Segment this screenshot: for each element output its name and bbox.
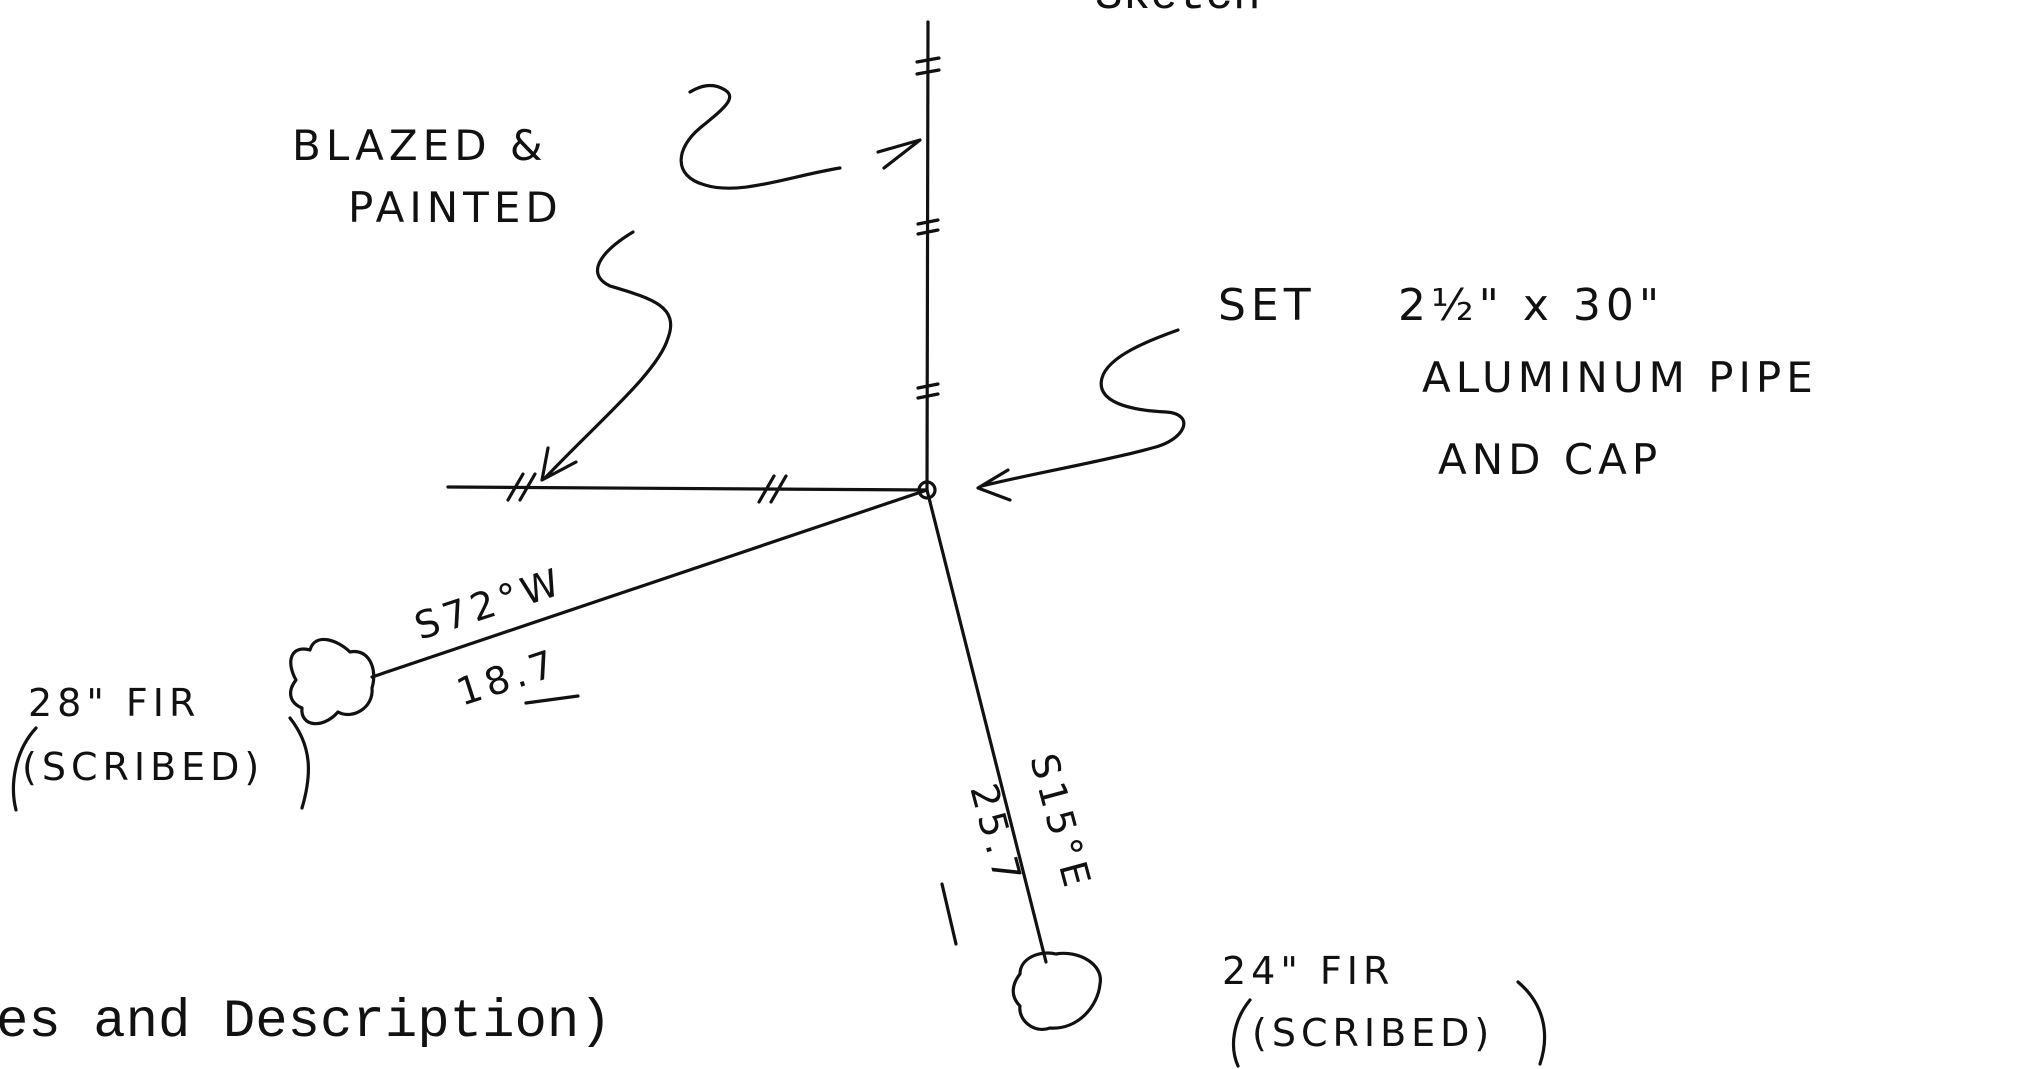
- label-pipe-size: 2½" x 30": [1398, 280, 1664, 331]
- label-painted: PAINTED: [348, 183, 563, 232]
- set-pipe-leader: [980, 328, 1186, 488]
- blazed-leader-top: [679, 83, 842, 190]
- label-blazed: BLAZED &: [292, 121, 548, 170]
- set-pipe-arrow-head: [976, 468, 1012, 502]
- label-scribed-28: (SCRIBED): [22, 745, 264, 789]
- bracket-left-28: [11, 726, 38, 812]
- label-scribed-24: (SCRIBED): [1252, 1011, 1494, 1055]
- label-aluminum-pipe: ALUMINUM PIPE: [1422, 353, 1818, 402]
- east-distance-underline: [940, 882, 958, 946]
- north-line-blaze-marks: [915, 56, 941, 400]
- caption-fragment: es and Description): [0, 992, 612, 1053]
- west-line-blaze-marks: [506, 472, 788, 504]
- west-line: [446, 485, 929, 492]
- painted-arrow-head: [540, 446, 578, 482]
- bracket-right-24: [1516, 980, 1547, 1066]
- label-west-distance: 18.7: [451, 640, 564, 714]
- label-set: SET: [1218, 280, 1316, 331]
- label-east-bearing: S15°E: [1021, 749, 1100, 896]
- label-and-cap: AND CAP: [1438, 435, 1662, 484]
- corner-monument: [917, 480, 937, 500]
- north-line: [925, 20, 930, 492]
- bracket-left-24: [1231, 998, 1252, 1068]
- top-label-fragment: Sketch: [1095, 0, 1261, 22]
- label-west-bearing: S72°W: [409, 559, 569, 648]
- bearing-line-east-tree: [925, 488, 1048, 964]
- blazed-arrow-head: [876, 138, 922, 170]
- bracket-right-28: [288, 716, 311, 810]
- label-fir-24: 24" FIR: [1222, 949, 1394, 993]
- bearing-line-west-tree: [370, 488, 929, 679]
- west-distance-underline: [524, 694, 580, 705]
- tree-24-fir: [1011, 951, 1102, 1031]
- label-east-distance: 25.7: [961, 779, 1031, 891]
- painted-leader: [543, 230, 673, 480]
- label-fir-28: 28" FIR: [28, 681, 200, 725]
- tree-28-fir: [289, 637, 376, 726]
